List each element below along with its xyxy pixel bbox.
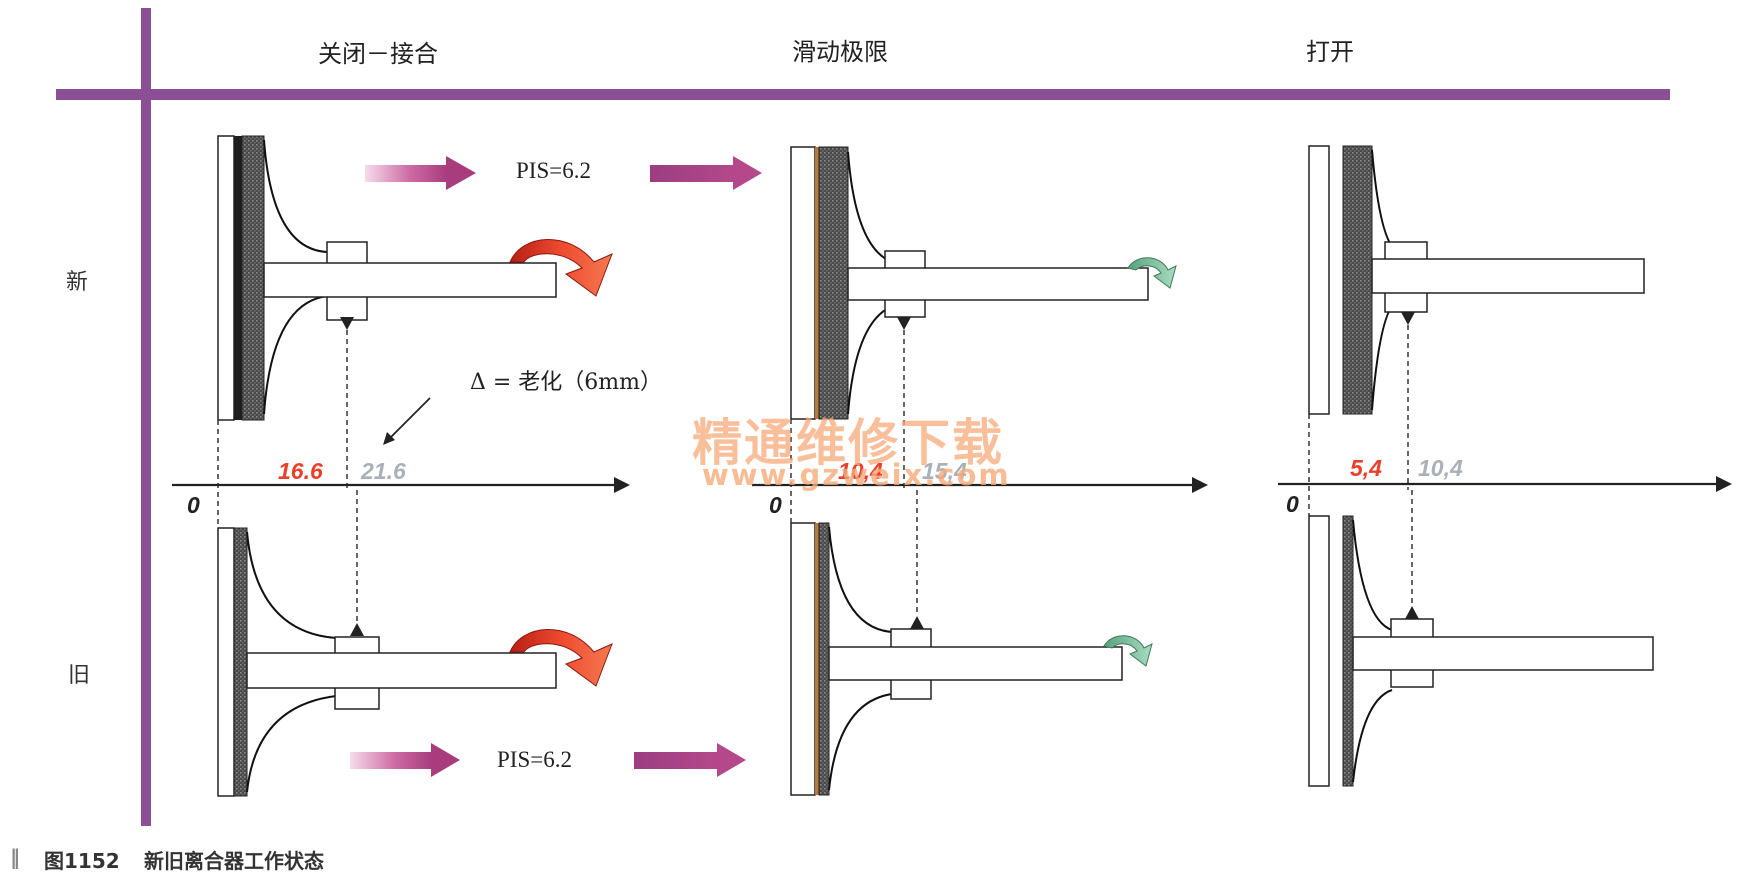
rotation-arrow [1103, 635, 1153, 667]
push-arrow-solid [650, 156, 762, 190]
rotation-arrow [1127, 257, 1177, 289]
pointer-triangle [1405, 606, 1419, 619]
input-shaft [263, 262, 557, 298]
clutch-new-closed [217, 135, 613, 421]
flywheel-plate [217, 135, 235, 421]
watermark-url: www.gzweix.com [702, 458, 1011, 492]
friction-disc-worn-layer [815, 523, 819, 795]
friction-disc [818, 522, 830, 796]
pointer-triangle [897, 317, 911, 330]
scale-zero: 0 [769, 492, 782, 518]
frame-vertical-line [141, 8, 151, 826]
stroke-axis-arrowhead [1716, 476, 1732, 492]
rotation-arrow [509, 629, 613, 687]
pis-label-bottom: PIS=6.2 [497, 747, 572, 772]
pointer-triangle [350, 623, 364, 636]
clutch-old-slip [790, 522, 1153, 796]
column-header-closed: 关闭－接合 [318, 40, 438, 68]
input-shaft [1371, 258, 1645, 294]
scale-value-new: 16.6 [278, 458, 323, 484]
flywheel-plate [1308, 145, 1330, 415]
push-arrow-faded [350, 743, 460, 777]
diaphragm-spring-bottom [828, 693, 893, 791]
diaphragm-spring-top [246, 531, 337, 639]
caption-title: 新旧离合器工作状态 [144, 849, 324, 873]
caption-figure-number: 图1152 [44, 849, 120, 873]
row-label-new: 新 [66, 270, 89, 295]
friction-disc [241, 135, 265, 421]
column-header-slip-limit: 滑动极限 [792, 38, 888, 66]
push-arrow-faded [365, 156, 476, 190]
friction-disc-worn-layer [815, 147, 819, 419]
column-header-open: 打开 [1306, 38, 1354, 66]
diaphragm-spring-bottom [263, 295, 329, 415]
diaphragm-spring-top [1371, 149, 1399, 253]
scale-value-old: 21.6 [361, 458, 406, 484]
input-shaft [847, 267, 1149, 301]
clutch-new-slip [790, 146, 1177, 420]
stroke-axis-arrowhead [1192, 477, 1208, 493]
scale-value-new: 10,4 [838, 458, 883, 484]
diaphragm-spring-bottom [246, 695, 337, 793]
caption-marker: ‖ [10, 845, 20, 869]
flywheel-plate [1308, 515, 1330, 787]
clutch-old-closed [217, 527, 613, 797]
diaphragm-spring-top [828, 526, 893, 633]
push-arrow-solid [634, 743, 746, 777]
watermark-title: 精通维修下载 [692, 414, 1004, 472]
pointer-triangle [1401, 312, 1415, 325]
diaphragm-spring-top [263, 139, 329, 253]
pointer-triangle [340, 317, 354, 330]
diaphragm-spring-bottom [1352, 689, 1393, 783]
scale-value-old: 10,4 [1418, 455, 1463, 481]
friction-disc [1342, 145, 1373, 415]
input-shaft [828, 646, 1123, 681]
friction-disc [1342, 515, 1354, 787]
aging-delta-label: Δ = 老化（6mm） [470, 370, 663, 395]
clutch-new-open [1308, 145, 1645, 415]
diaphragm-spring-top [1352, 519, 1393, 631]
diaphragm-spring-bottom [1371, 299, 1399, 411]
scale-value-old: 15,4 [922, 458, 967, 484]
friction-disc [233, 527, 248, 797]
pis-label-top: PIS=6.2 [516, 158, 591, 183]
input-shaft [1352, 636, 1654, 671]
flywheel-plate [790, 522, 816, 796]
diaphragm-spring-bottom [847, 303, 901, 415]
scale-zero: 0 [187, 492, 200, 518]
diaphragm-spring-top [847, 151, 901, 265]
pointer-triangle [910, 616, 924, 629]
delta-pointer-head [383, 432, 395, 445]
flywheel-plate [217, 527, 235, 797]
row-label-old: 旧 [68, 663, 91, 688]
input-shaft [246, 652, 557, 689]
scale-value-new: 5,4 [1350, 455, 1382, 481]
flywheel-plate [790, 146, 816, 420]
frame-horizontal-line [56, 89, 1670, 100]
scale-zero: 0 [1286, 491, 1299, 517]
clutch-old-open [1308, 515, 1654, 787]
friction-disc-worn-layer [234, 136, 242, 420]
rotation-arrow [509, 239, 613, 297]
stroke-axis-arrowhead [614, 477, 630, 493]
delta-pointer-line [389, 397, 431, 439]
friction-disc [818, 146, 849, 420]
